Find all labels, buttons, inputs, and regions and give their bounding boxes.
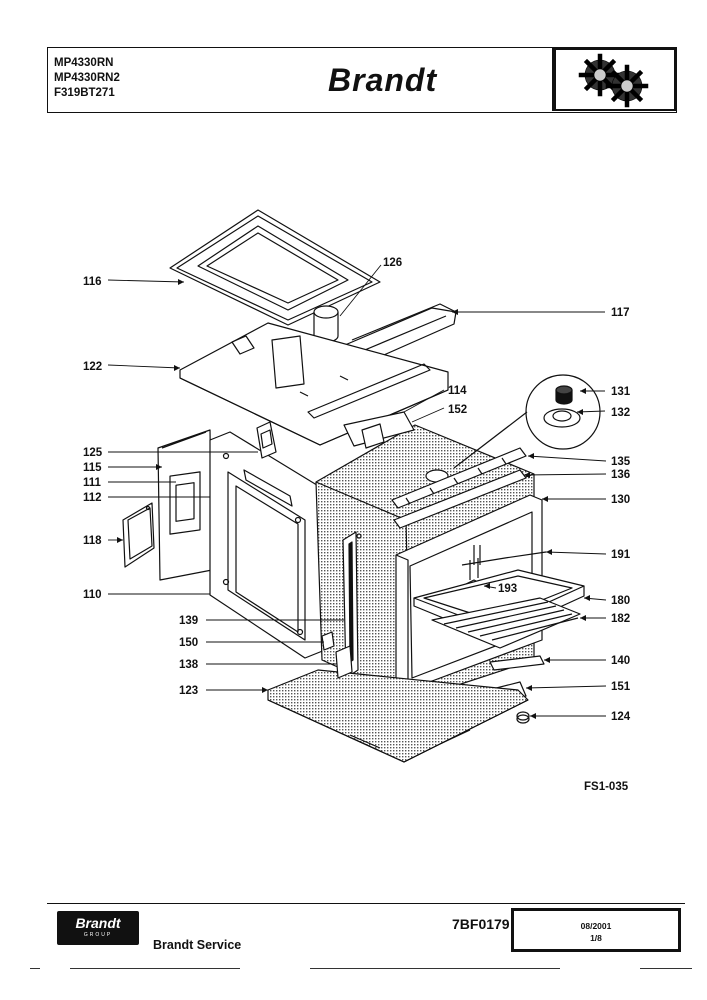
issue-date: 08/2001 [580,921,612,931]
grill-element-191 [461,545,547,566]
trim-136 [393,469,527,529]
brand-logo: Brandt [328,62,438,98]
trim-135 [391,447,527,509]
part-label: 118 [83,535,102,547]
part-label: 115 [83,462,102,474]
bracket-125 [256,421,277,459]
knob-detail-131 [453,374,601,469]
part-label: 151 [611,681,631,693]
side-panel-115 [157,429,213,581]
gear-icon [578,53,649,108]
clip-150 [321,631,335,651]
part-label: 111 [83,477,102,489]
top-cover-116 [169,209,381,326]
bottom-rule [310,968,560,969]
bracket-138 [335,645,353,679]
service-label: Brandt Service [153,938,242,952]
part-label: 140 [611,655,630,667]
top-panel-122 [179,322,449,446]
heat-shield-118 [122,502,155,568]
part-label: 125 [83,447,103,459]
model-number: MP4330RN [54,57,114,69]
part-label: 150 [179,637,198,649]
bottom-rule [30,968,40,969]
part-label: 191 [611,549,631,561]
part-label: 152 [448,404,467,416]
model-number: F319BT271 [54,87,115,99]
part-label: 180 [611,595,630,607]
part-label: 138 [179,659,199,671]
front-frame-110 [209,431,326,659]
part-label: 114 [448,385,467,397]
part-label: 139 [179,615,198,627]
bottom-rule [640,968,692,969]
wire-shelf-182 [431,597,581,649]
trim-140 [489,655,545,671]
document-reference: 7BF0179 [452,916,510,932]
base-plate-123 [267,669,529,763]
page-number: 1/8 [590,933,602,943]
part-label: 110 [83,589,102,601]
brand-badge-group: GROUP [83,932,113,938]
model-number: MP4330RN2 [54,72,120,84]
part-label: 123 [179,685,198,697]
part-label: 193 [498,583,517,595]
part-label: 182 [611,613,630,625]
foot-124 [516,711,530,724]
header-box: MP4330RN MP4330RN2 F319BT271 Brandt [47,47,677,113]
brand-badge-name: Brandt [75,915,121,931]
bottom-rule [70,968,240,969]
part-label: 131 [611,386,631,398]
part-label: 135 [611,456,631,468]
part-label: 124 [611,711,631,723]
brand-badge: Brandt GROUP [57,911,139,945]
part-label: 112 [83,492,102,504]
part-label: 130 [611,494,630,506]
part-label: 117 [611,307,630,319]
part-label: 116 [83,276,102,288]
side-rail-139 [342,531,362,679]
part-label: 122 [83,361,102,373]
part-label: 136 [611,469,630,481]
footer-box: Brandt GROUP Brandt Service 7BF0179 08/2… [47,903,685,955]
part-label: 126 [383,257,402,269]
gear-emblem-box [552,48,676,111]
part-label: 132 [611,407,630,419]
model-list: MP4330RN MP4330RN2 F319BT271 [54,56,174,101]
date-page-box: 08/2001 1/8 [511,908,681,952]
figure-code: FS1-035 [584,781,629,793]
